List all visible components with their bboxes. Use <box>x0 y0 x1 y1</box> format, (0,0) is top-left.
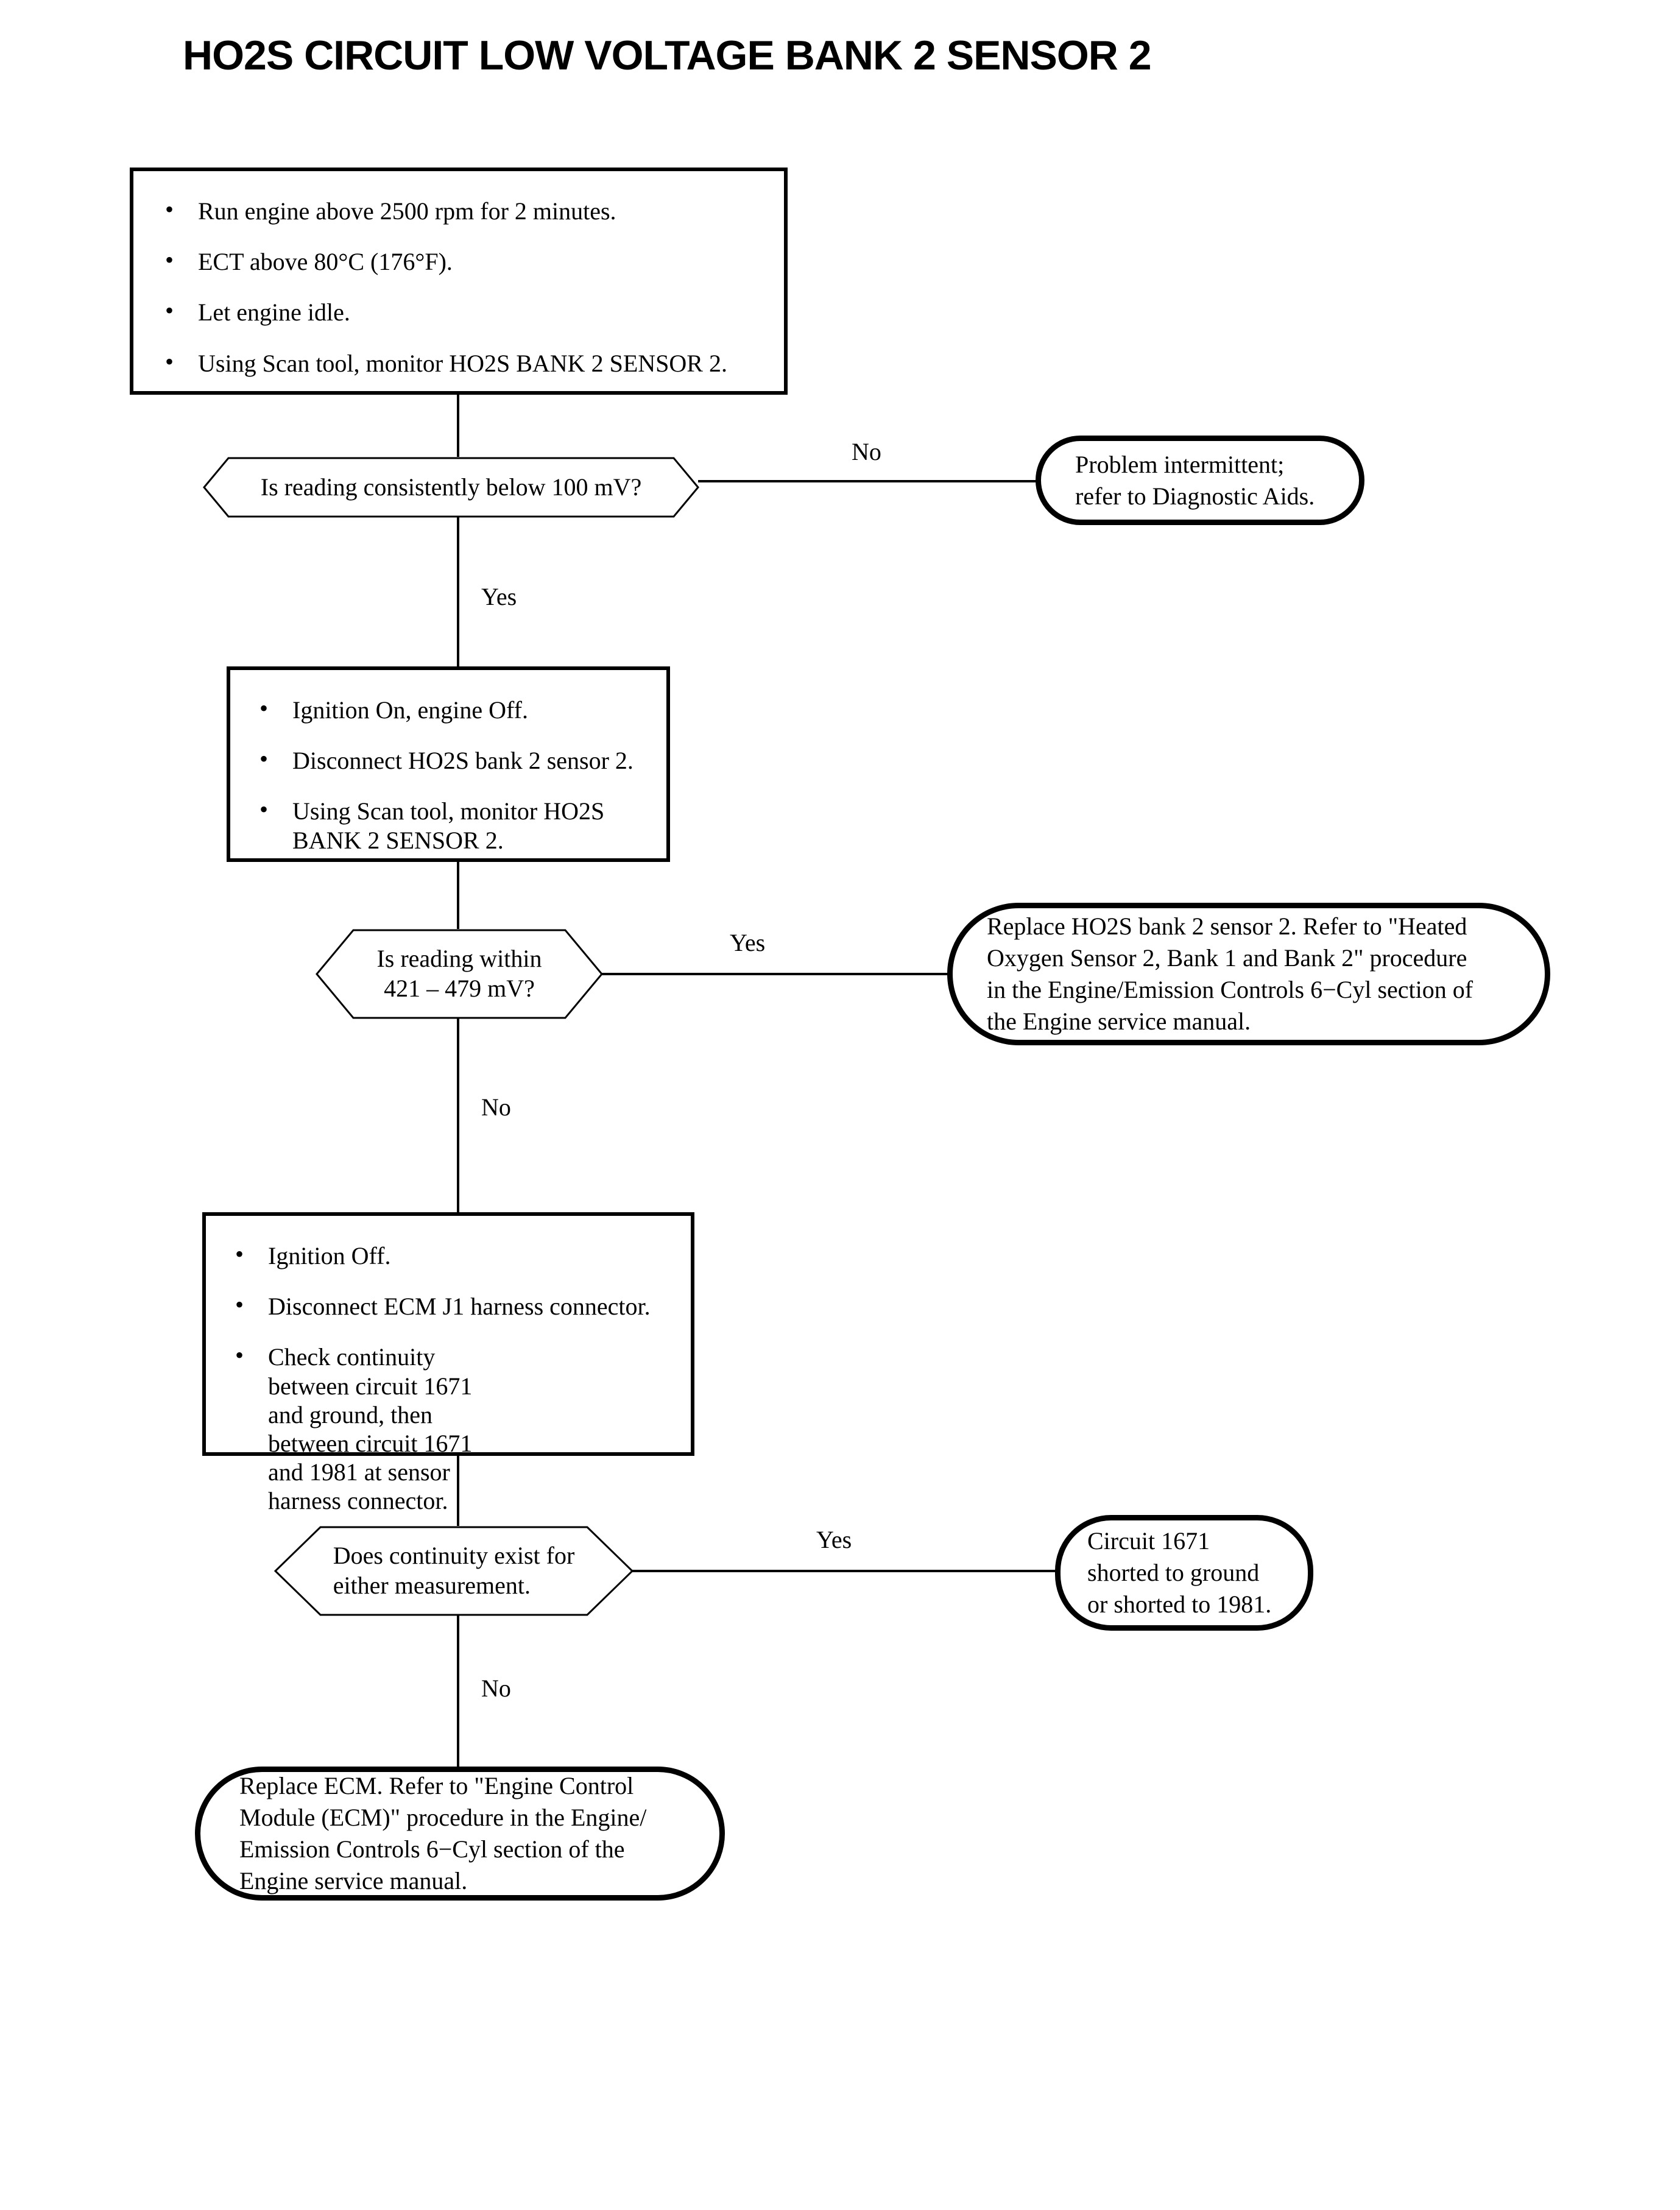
decision3-line: Does continuity exist for <box>333 1542 575 1570</box>
connector-decision1-yes <box>457 517 459 666</box>
result2-line: in the Engine/Emission Controls 6−Cyl se… <box>987 976 1474 1003</box>
list-item: Disconnect ECM J1 harness connector. <box>222 1290 672 1321</box>
list-item: ECT above 80°C (176°F). <box>152 245 766 276</box>
list-item: Check continuity between circuit 1671 an… <box>222 1341 672 1515</box>
list-item: Run engine above 2500 rpm for 2 minutes. <box>152 195 766 225</box>
branch-label-decision3-no: No <box>481 1675 511 1702</box>
result3-line: shorted to ground <box>1087 1559 1260 1586</box>
result3-text: Circuit 1671 shorted to ground or shorte… <box>1061 1525 1308 1620</box>
terminal-replace-ho2s-sensor: Replace HO2S bank 2 sensor 2. Refer to "… <box>947 903 1550 1045</box>
decision2-line: 421 – 479 mV? <box>384 975 535 1002</box>
result4-line: Engine service manual. <box>239 1867 468 1894</box>
connector-decision1-no <box>698 480 1039 482</box>
step1-bullet-list: Run engine above 2500 rpm for 2 minutes.… <box>152 195 766 378</box>
decision-node-continuity-exists: Does continuity exist for either measure… <box>274 1526 634 1616</box>
process-box-step3: Ignition Off. Disconnect ECM J1 harness … <box>202 1212 694 1514</box>
result3-line: Circuit 1671 <box>1087 1527 1210 1555</box>
step2-bullet-list: Ignition On, engine Off. Disconnect HO2S… <box>246 694 651 855</box>
connector-decision3-no <box>457 1615 459 1770</box>
list-item: Disconnect HO2S bank 2 sensor 2. <box>246 744 651 775</box>
list-item: Using Scan tool, monitor HO2S BANK 2 SEN… <box>246 795 651 854</box>
result2-line: Replace HO2S bank 2 sensor 2. Refer to "… <box>987 913 1467 940</box>
connector-step2-to-decision2 <box>457 862 459 930</box>
process-box-step1: Run engine above 2500 rpm for 2 minutes.… <box>130 168 788 395</box>
result1-line: refer to Diagnostic Aids. <box>1075 482 1315 510</box>
connector-step1-to-decision1 <box>457 395 459 487</box>
decision-node-reading-within-range: Is reading within 421 – 479 mV? <box>316 929 603 1019</box>
decision3-line: either measurement. <box>333 1572 531 1599</box>
step3-bullet-list: Ignition Off. Disconnect ECM J1 harness … <box>222 1240 672 1516</box>
decision1-text: Is reading consistently below 100 mV? <box>252 473 650 503</box>
result1-text: Problem intermittent; refer to Diagnosti… <box>1041 449 1359 512</box>
branch-label-decision1-yes: Yes <box>481 583 517 610</box>
result1-line: Problem intermittent; <box>1075 450 1285 478</box>
connector-decision2-no <box>457 1018 459 1214</box>
decision2-text: Is reading within 421 – 479 mV? <box>368 944 550 1004</box>
list-item: Ignition Off. <box>222 1240 672 1270</box>
branch-label-decision3-yes: Yes <box>816 1526 852 1553</box>
branch-label-decision2-no: No <box>481 1093 511 1121</box>
result3-line: or shorted to 1981. <box>1087 1590 1272 1618</box>
result4-line: Replace ECM. Refer to "Engine Control <box>239 1772 634 1799</box>
list-item: Using Scan tool, monitor HO2S BANK 2 SEN… <box>152 347 766 378</box>
result2-line: the Engine service manual. <box>987 1008 1251 1035</box>
branch-label-decision1-no: No <box>852 438 881 465</box>
result2-text: Replace HO2S bank 2 sensor 2. Refer to "… <box>953 911 1545 1037</box>
result4-line: Module (ECM)" procedure in the Engine/ <box>239 1804 647 1831</box>
connector-decision2-yes <box>602 973 950 975</box>
branch-label-decision2-yes: Yes <box>730 929 766 956</box>
terminal-replace-ecm: Replace ECM. Refer to "Engine Control Mo… <box>195 1767 725 1901</box>
result2-line: Oxygen Sensor 2, Bank 1 and Bank 2" proc… <box>987 944 1467 972</box>
decision2-line: Is reading within <box>376 945 542 973</box>
connector-decision3-yes <box>632 1570 1059 1572</box>
connector-step3-to-decision3 <box>457 1456 459 1528</box>
terminal-problem-intermittent: Problem intermittent; refer to Diagnosti… <box>1036 436 1364 525</box>
process-box-step2: Ignition On, engine Off. Disconnect HO2S… <box>227 666 670 862</box>
decision3-text: Does continuity exist for either measure… <box>325 1541 584 1601</box>
decision-node-reading-below-100mv: Is reading consistently below 100 mV? <box>203 457 699 518</box>
terminal-circuit-1671-shorted: Circuit 1671 shorted to ground or shorte… <box>1055 1515 1313 1631</box>
list-item: Ignition On, engine Off. <box>246 694 651 724</box>
list-item: Let engine idle. <box>152 296 766 327</box>
decision1-line: Is reading consistently below 100 mV? <box>260 473 642 501</box>
page-title: HO2S CIRCUIT LOW VOLTAGE BANK 2 SENSOR 2 <box>183 32 1152 79</box>
result4-line: Emission Controls 6−Cyl section of the <box>239 1835 625 1863</box>
result4-text: Replace ECM. Refer to "Engine Control Mo… <box>200 1770 719 1897</box>
